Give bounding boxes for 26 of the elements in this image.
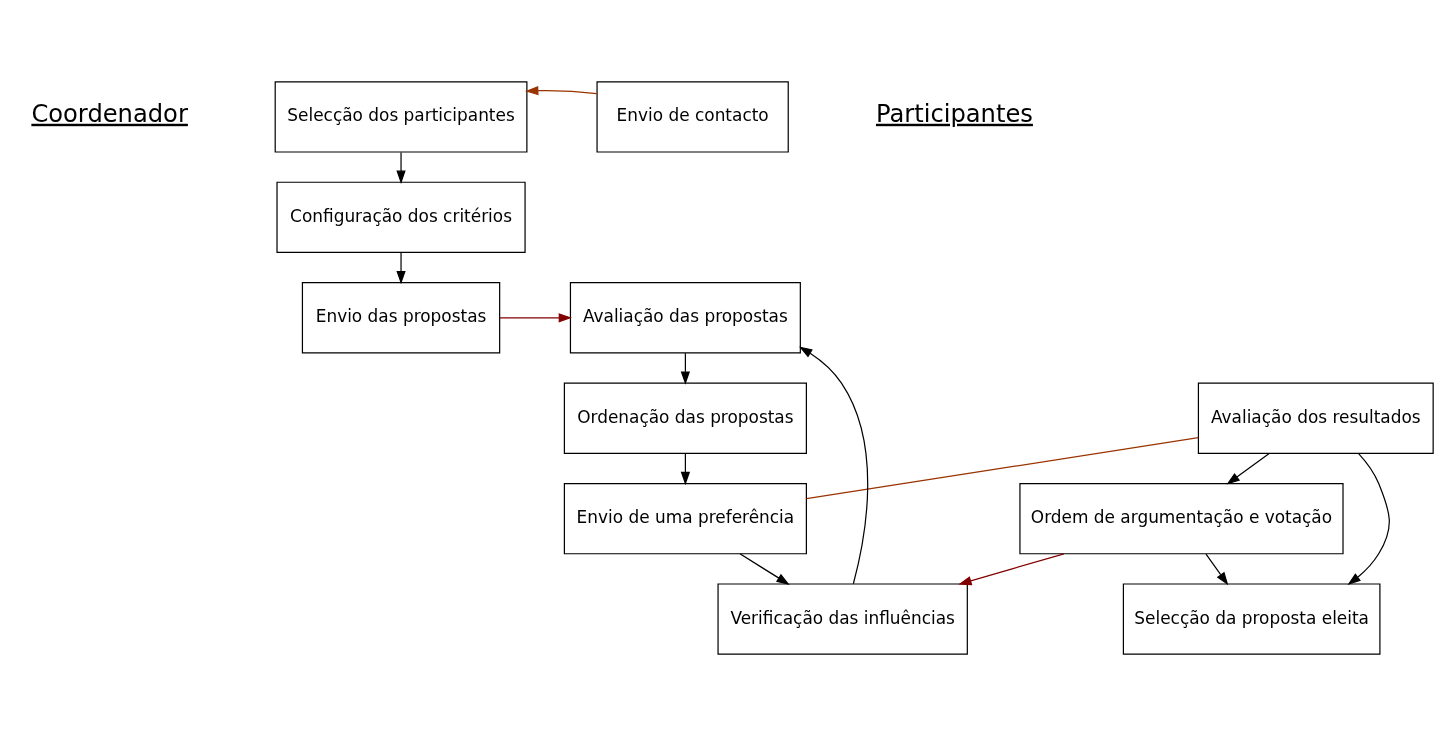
arrow [525, 86, 598, 96]
arrow [799, 346, 869, 585]
label: Coordenador [31, 99, 188, 128]
arrow [396, 151, 406, 184]
node-box: Envio das propostas [301, 282, 501, 354]
arrow [1205, 553, 1229, 586]
arrow [396, 252, 406, 285]
arrow [1347, 452, 1390, 585]
arrow [739, 553, 790, 585]
arrow [680, 352, 691, 385]
node-box: Envio de contacto [596, 81, 789, 153]
node-box: Selecção da proposta eleita [1122, 583, 1381, 655]
arrow [499, 313, 572, 323]
node-box: Avaliação dos resultados [1197, 382, 1434, 454]
arrow [1226, 452, 1270, 485]
node-box: Verificação das influências [717, 583, 968, 655]
label: Participantes [875, 99, 1033, 128]
connector [805, 437, 1199, 500]
node-box: Configuração dos critérios [276, 181, 526, 254]
node-box: Ordenação das propostas [563, 382, 807, 454]
arrow [680, 453, 691, 486]
node-box: Ordem de argumentação e votação [1019, 482, 1344, 555]
node-box: Selecção dos participantes [274, 81, 528, 153]
node-box: Avaliação das propostas [569, 282, 801, 354]
node-box: Envio de uma preferência [563, 482, 807, 555]
arrow [958, 553, 1065, 586]
